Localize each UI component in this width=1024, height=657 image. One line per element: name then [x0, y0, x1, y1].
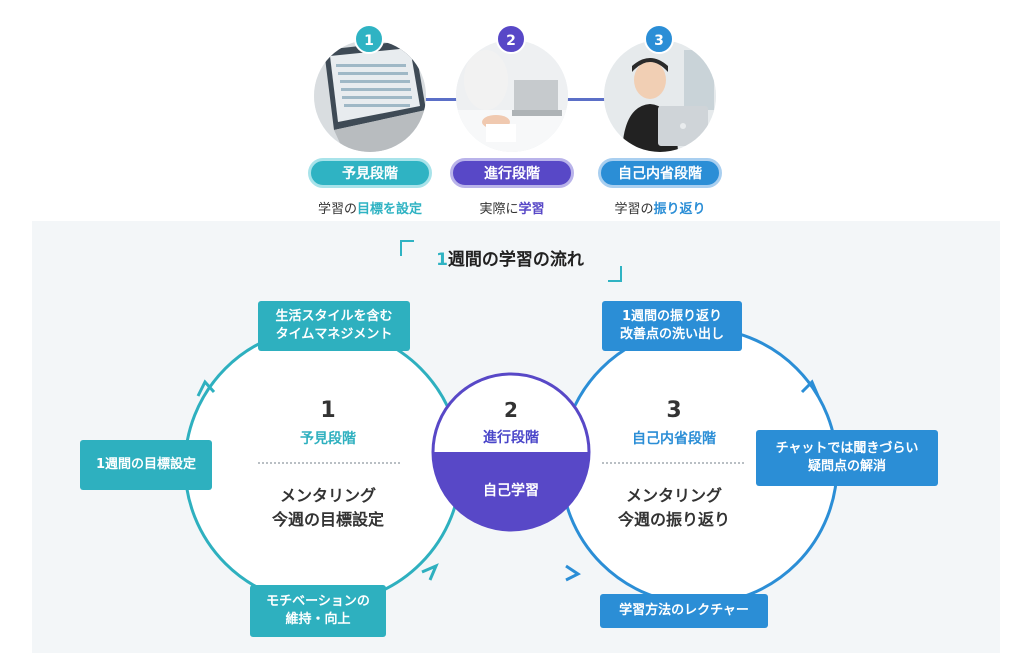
- subtitle-highlight: 振り返り: [653, 202, 706, 217]
- box-line-1: モチベーションの: [266, 594, 370, 609]
- desc-line-1: メンタリング: [279, 486, 376, 505]
- subtitle-prefix: 学習の: [614, 202, 654, 217]
- subtitle-highlight: 目標を設定: [357, 202, 423, 217]
- right-divider: [602, 462, 744, 464]
- title-bracket-right: [608, 266, 622, 282]
- center-phase-name: 進行段階: [483, 430, 539, 446]
- right-phase-name: 自己内省段階: [632, 431, 716, 447]
- step-3: 3 自己内省段階 学習の振り返り: [590, 24, 730, 224]
- box-weekly-review: 1週間の振り返り 改善点の洗い出し: [602, 301, 742, 351]
- box-line-2: タイムマネジメント: [275, 327, 393, 342]
- right-phase-desc: メンタリング 今週の振り返り: [594, 484, 754, 532]
- laptop-photo: [314, 40, 426, 152]
- arrow-up-right-icon: [800, 379, 820, 397]
- center-phase-number: 2: [504, 398, 518, 422]
- box-line-1: 1週間の目標設定: [95, 457, 197, 472]
- box-study-method-lecture: 学習方法のレクチャー: [600, 594, 768, 628]
- step-subtitle: 学習の振り返り: [580, 198, 740, 217]
- title-number: 1: [436, 250, 448, 270]
- box-line-1: チャットでは聞きづらい: [775, 441, 919, 456]
- left-phase-desc: メンタリング 今週の目標設定: [248, 484, 408, 532]
- desc-line-2: 今週の振り返り: [617, 510, 730, 529]
- box-line-2: 改善点の洗い出し: [619, 327, 724, 342]
- step-pill-label: 進行段階: [450, 158, 574, 188]
- arrow-down-right-icon: [565, 564, 581, 582]
- subtitle-prefix: 学習の: [317, 202, 357, 217]
- box-line-1: 学習方法のレクチャー: [619, 603, 749, 618]
- box-line-1: 生活スタイルを含む: [275, 309, 393, 324]
- step-connector-2-3: [560, 98, 620, 101]
- arrow-up-left-icon: [196, 379, 216, 397]
- arrow-down-left-icon: [421, 563, 439, 581]
- box-question-resolution: チャットでは聞きづらい 疑問点の解消: [756, 430, 938, 486]
- step-pill-label: 自己内省段階: [598, 158, 722, 188]
- step-connector-1-2: [412, 98, 472, 101]
- left-cycle-ring: [183, 326, 463, 606]
- box-line-2: 疑問点の解消: [807, 459, 886, 474]
- subtitle-prefix: 実際に: [479, 202, 519, 217]
- mentor-photo: [604, 40, 716, 152]
- left-phase-name: 予見段階: [300, 431, 356, 447]
- title-text: 週間の学習の流れ: [447, 250, 584, 270]
- desc-line-1: メンタリング: [625, 486, 722, 505]
- box-weekly-goal: 1週間の目標設定: [80, 440, 212, 490]
- step-number: 3: [644, 24, 674, 54]
- step-number: 2: [496, 24, 526, 54]
- step-subtitle: 学習の目標を設定: [290, 198, 450, 217]
- panel-title: 1週間の学習の流れ: [400, 240, 620, 280]
- step-pill-label: 予見段階: [308, 158, 432, 188]
- step-2: 2 進行段階 実際に学習: [442, 24, 582, 224]
- left-divider: [258, 462, 400, 464]
- left-phase-number: 1: [320, 398, 336, 423]
- box-time-management: 生活スタイルを含む タイムマネジメント: [258, 301, 410, 351]
- box-line-2: 維持・向上: [285, 612, 351, 627]
- right-phase-number: 3: [666, 398, 682, 423]
- box-line-1: 1週間の振り返り: [621, 309, 723, 324]
- center-self-study: 自己学習: [483, 483, 539, 499]
- box-motivation: モチベーションの 維持・向上: [250, 585, 386, 637]
- step-subtitle: 実際に学習: [432, 198, 592, 217]
- desc-line-2: 今週の目標設定: [271, 510, 384, 529]
- step-number: 1: [354, 24, 384, 54]
- subtitle-highlight: 学習: [518, 202, 545, 217]
- title-bracket-left: [400, 240, 414, 256]
- step-1: 1 予見段階 学習の目標を設定: [300, 24, 440, 224]
